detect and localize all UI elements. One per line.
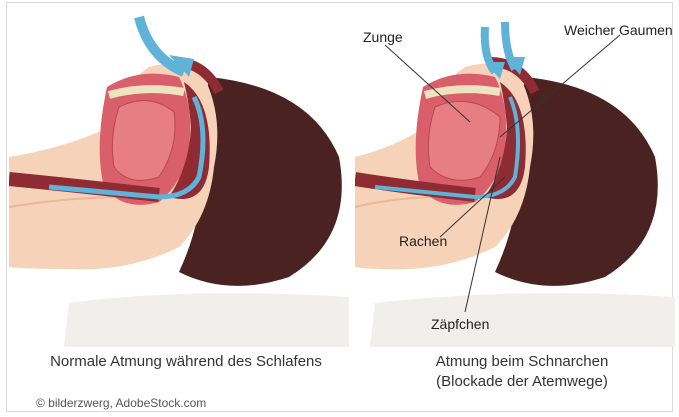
pillow (64, 293, 349, 347)
figure-frame: Zunge Weicher Gaumen Rachen Zäpfchen Nor… (6, 2, 673, 412)
snoring-illustration (355, 7, 679, 347)
label-tongue: Zunge (363, 29, 403, 45)
label-soft-palate: Weicher Gaumen (564, 22, 673, 38)
caption-snoring-line2: (Blockade der Atemwege) (387, 372, 657, 391)
normal-breathing-illustration (9, 7, 349, 347)
label-pharynx: Rachen (399, 233, 447, 249)
label-uvula: Zäpfchen (431, 316, 489, 332)
image-credit: © bilderzwerg, AdobeStock.com (36, 396, 206, 410)
caption-normal: Normale Atmung während des Schlafens (21, 352, 351, 371)
pillow (370, 293, 675, 347)
caption-snoring-line1: Atmung beim Schnarchen (387, 352, 657, 371)
